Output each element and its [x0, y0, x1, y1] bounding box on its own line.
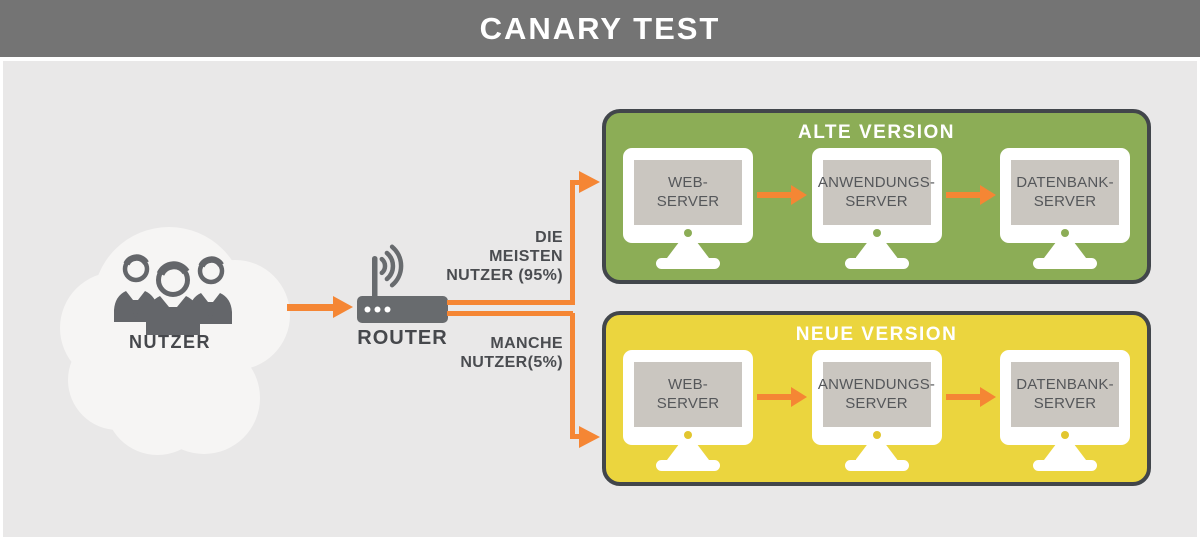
monitor-frame: WEB- SERVER [623, 350, 753, 445]
wifi-waves-icon [379, 244, 404, 288]
arrow-shaft [757, 192, 792, 198]
monitor-frame: ANWENDUNGS- SERVER [811, 350, 942, 445]
monitor-screen: ANWENDUNGS- SERVER [818, 362, 935, 427]
title-bar: CANARY TEST [0, 0, 1200, 57]
monitor-stand-base [1033, 258, 1097, 269]
webcam-dot-icon [684, 229, 692, 237]
server-label-line: DATENBANK- [1016, 375, 1114, 393]
webcam-dot-icon [872, 431, 881, 439]
webcam-dot-icon [1061, 431, 1069, 439]
version-title: ALTE VERSION [798, 122, 955, 143]
connector-minority-vertical [570, 313, 575, 439]
server-label-line: WEB- [668, 375, 708, 393]
monitor-screen: WEB- SERVER [634, 160, 742, 225]
server-label-line: WEB- [668, 173, 708, 191]
server-label-line: SERVER [656, 394, 720, 412]
webcam-dot-icon [872, 229, 881, 237]
web-server-monitor: WEB- SERVER [623, 148, 753, 269]
monitor-stand-base [1033, 460, 1097, 471]
server-label-line: SERVER [845, 394, 908, 412]
monitor-stand-neck [1044, 243, 1086, 258]
arrow-shaft [757, 394, 792, 400]
monitor-stand-neck [855, 445, 898, 460]
page-title: CANARY TEST [479, 10, 721, 46]
server-row: WEB- SERVER ANWENDUNGS- SERVER [606, 148, 1147, 269]
connector-minority-arrowhead-icon [579, 426, 600, 448]
monitor-frame: ANWENDUNGS- SERVER [811, 148, 942, 243]
arrow-right-icon [757, 387, 808, 407]
connector-majority-horizontal [447, 300, 573, 305]
webcam-dot-icon [1061, 229, 1069, 237]
monitor-stand-neck [855, 243, 898, 258]
arrow-head [979, 387, 996, 407]
db-server-monitor: DATENBANK- SERVER [1000, 148, 1130, 269]
arrow-shaft [945, 394, 980, 400]
server-label-line: ANWENDUNGS- [817, 375, 936, 393]
flow-label-majority: DIE MEISTEN NUTZER (95%) [393, 228, 563, 285]
server-label-line: SERVER [845, 192, 908, 210]
router-label: ROUTER [357, 327, 448, 349]
flow-label-line: DIE [535, 229, 563, 246]
version-box-old: ALTE VERSION WEB- SERVER [602, 109, 1151, 284]
router-icon [357, 244, 448, 323]
flow-label-line: MANCHE [490, 335, 563, 352]
router-body [357, 296, 448, 323]
webcam-dot-icon [684, 431, 692, 439]
flow-label-line: MEISTEN [489, 248, 563, 265]
connector-minority-stub [575, 434, 580, 439]
monitor-screen: ANWENDUNGS- SERVER [818, 160, 935, 225]
web-server-monitor: WEB- SERVER [623, 350, 753, 471]
server-label-line: DATENBANK- [1016, 173, 1114, 191]
monitor-stand-neck [1044, 445, 1086, 460]
arrow-right-icon [945, 387, 996, 407]
arrow-cloud-to-router-head-icon [333, 296, 353, 318]
arrow-head [979, 185, 996, 205]
connector-majority-arrowhead-icon [579, 171, 600, 193]
version-title: NEUE VERSION [795, 324, 958, 345]
cloud-bubble [105, 350, 210, 455]
monitor-frame: DATENBANK- SERVER [1000, 148, 1130, 243]
app-server-monitor: ANWENDUNGS- SERVER [811, 350, 942, 471]
monitor-stand-base [656, 258, 720, 269]
monitor-screen: DATENBANK- SERVER [1011, 160, 1119, 225]
users-icon [114, 254, 232, 335]
server-row: WEB- SERVER ANWENDUNGS- SERVER [606, 350, 1147, 471]
arrow-right-icon [757, 185, 808, 205]
monitor-screen: WEB- SERVER [634, 362, 742, 427]
connector-minority-horizontal [447, 311, 573, 316]
arrow-head [791, 185, 808, 205]
flow-label-line: NUTZER (95%) [446, 267, 563, 284]
server-label-line: ANWENDUNGS- [817, 173, 936, 191]
monitor-frame: DATENBANK- SERVER [1000, 350, 1130, 445]
flow-label-line: NUTZER(5%) [460, 354, 563, 371]
router-antenna [372, 256, 378, 300]
monitor-stand-base [844, 460, 909, 471]
version-box-new: NEUE VERSION WEB- SERVER [602, 311, 1151, 486]
arrow-cloud-to-router-shaft [287, 304, 334, 311]
monitor-stand-neck [667, 445, 709, 460]
server-label-line: SERVER [1033, 394, 1097, 412]
arrow-shaft [945, 192, 980, 198]
db-server-monitor: DATENBANK- SERVER [1000, 350, 1130, 471]
cloud-label: NUTZER [129, 332, 211, 352]
monitor-frame: WEB- SERVER [623, 148, 753, 243]
arrow-head [791, 387, 808, 407]
monitor-stand-base [844, 258, 909, 269]
monitor-stand-neck [667, 243, 709, 258]
app-server-monitor: ANWENDUNGS- SERVER [811, 148, 942, 269]
monitor-screen: DATENBANK- SERVER [1011, 362, 1119, 427]
flow-label-minority: MANCHE NUTZER(5%) [393, 334, 563, 372]
arrow-right-icon [945, 185, 996, 205]
monitor-stand-base [656, 460, 720, 471]
server-label-line: SERVER [1033, 192, 1097, 210]
connector-majority-vertical [570, 180, 575, 305]
server-label-line: SERVER [656, 192, 720, 210]
connector-majority-stub [575, 180, 580, 185]
